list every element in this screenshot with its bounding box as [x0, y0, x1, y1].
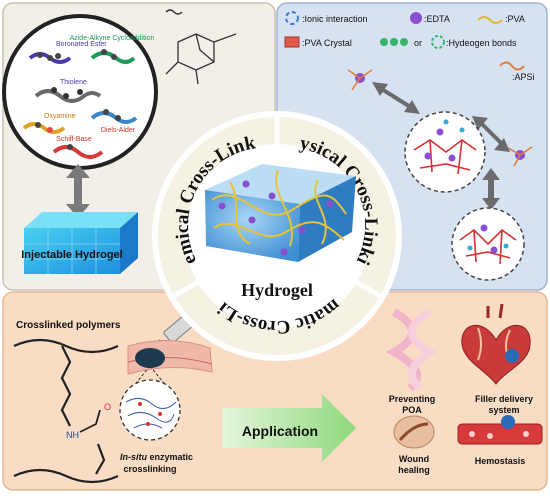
- wound-healing-icon: [393, 415, 435, 449]
- hbond-ring-icon: [431, 35, 445, 49]
- legend-apsi: :APSi: [512, 72, 535, 82]
- app-label: healing: [398, 465, 430, 475]
- ring-divider: [170, 279, 200, 300]
- physical-legend: :Ionic interaction :EDTA :PVA :PVA Cryst…: [284, 11, 535, 82]
- edta-icon: [410, 12, 422, 24]
- legend-edta: :EDTA: [424, 14, 450, 24]
- network-circle-bottom: [451, 207, 525, 281]
- apsi-icon: [499, 61, 525, 71]
- legend-hbond: :Hydeogen bonds: [446, 38, 517, 48]
- insitu-label-line2: crosslinking: [123, 464, 176, 474]
- ring-divider: [354, 279, 384, 300]
- tissue-cross-section: [127, 340, 213, 375]
- reaction-label: Boronated Ester: [56, 41, 107, 48]
- hbond-dot-icon: [380, 38, 388, 46]
- crosslinked-polymers-label: Crosslinked polymers: [16, 320, 121, 331]
- apsi-complex-right: [507, 146, 533, 167]
- reaction-label: Schiff-Base: [56, 136, 92, 143]
- app-label: Hemostasis: [475, 456, 526, 466]
- hydrogel-title: Hydrogel: [241, 280, 313, 300]
- double-arrow: [66, 164, 90, 218]
- schiff-base-chain: [52, 145, 104, 159]
- app-label: system: [488, 405, 519, 415]
- apsi-complex-left: [347, 69, 373, 91]
- hbond-dot-icon: [400, 38, 408, 46]
- app-label: Wound: [399, 454, 429, 464]
- insitu-network-circle: [119, 365, 181, 441]
- injectable-hydrogel-label: Injectable Hydrogel: [21, 249, 122, 261]
- legend-or: or: [414, 38, 422, 48]
- app-label: Filler delivery: [475, 394, 533, 404]
- legend-pva-crystal: :PVA Crystal: [302, 38, 352, 48]
- application-arrow: [222, 394, 356, 462]
- injectable-hydrogel-block: [24, 212, 138, 274]
- reaction-label: Diels-Alder: [101, 127, 136, 134]
- nh-label: NH: [66, 430, 79, 440]
- insitu-label-line1: In-situ enzymatic: [120, 452, 193, 462]
- app-label: POA: [402, 405, 422, 415]
- application-label: Application: [242, 423, 318, 439]
- oxyamine-chain: [22, 122, 66, 134]
- heart-icon: [461, 303, 531, 385]
- pva-crystal-icon: [284, 36, 300, 48]
- reaction-label: Oxyamine: [44, 113, 76, 120]
- physical-arrows: [372, 82, 510, 210]
- hemostasis-icon: [457, 415, 543, 445]
- ionic-icon: [285, 11, 299, 25]
- reaction-circle: Boronated Ester Azide-Alkyne Cycloadditi…: [2, 14, 158, 170]
- o-label: O: [104, 402, 111, 412]
- app-label: Preventing: [389, 394, 436, 404]
- thiolene-chain: [34, 89, 102, 103]
- reaction-label: Azide-Alkyne Cycloaddition: [70, 35, 155, 42]
- molecule-sketch: [165, 9, 237, 85]
- legend-pva: :PVA: [505, 14, 525, 24]
- reaction-label: Thiolene: [60, 79, 87, 86]
- preventing-poa-icon: [385, 308, 438, 392]
- network-circle-top: [404, 111, 486, 193]
- legend-ionic: :Ionic interaction: [302, 14, 368, 24]
- hydrogel-block: [205, 164, 356, 262]
- hbond-dot-icon: [390, 38, 398, 46]
- crosslinked-structure: [13, 338, 119, 484]
- pva-icon: [477, 16, 503, 24]
